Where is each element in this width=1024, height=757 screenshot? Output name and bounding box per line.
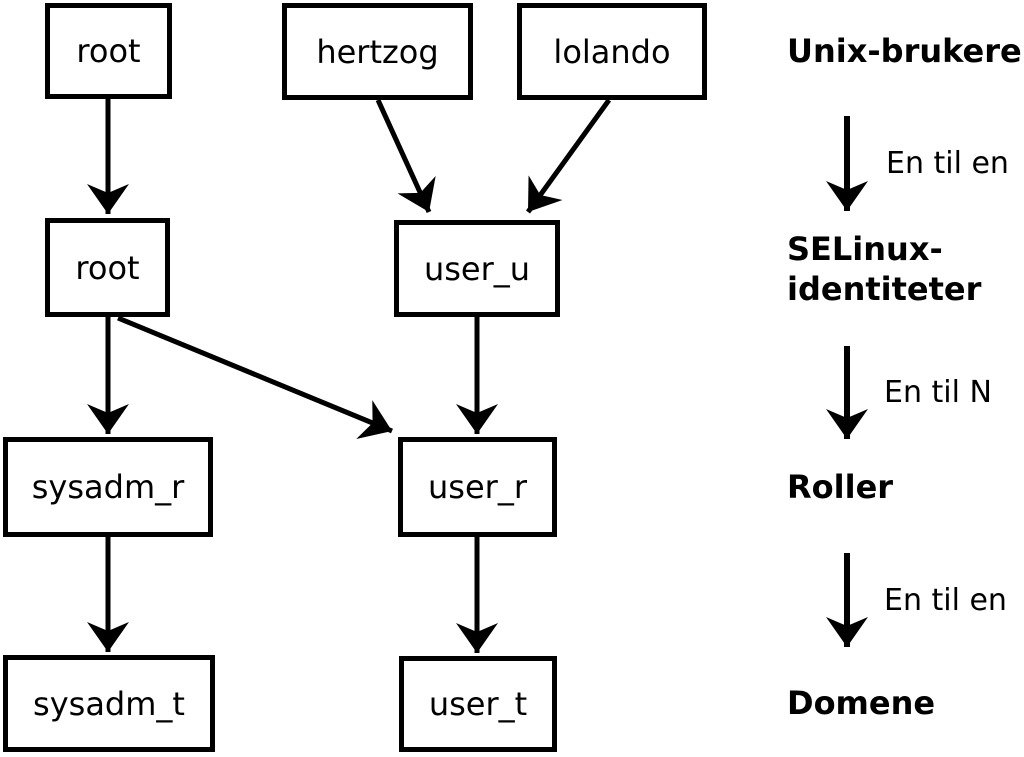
- node-domain-user_t: user_t: [399, 656, 557, 752]
- node-unix-user-root: root: [45, 3, 172, 99]
- legend-domains-heading: Domene: [787, 684, 936, 722]
- legend-unix-users-heading: Unix-brukere: [787, 32, 1022, 70]
- legend-roles-heading: Roller: [787, 468, 894, 506]
- node-unix-user-hertzog: hertzog: [282, 3, 473, 100]
- arrow-lolando-to-user_u: [525, 98, 612, 214]
- node-role-sysadm_r: sysadm_r: [3, 437, 213, 537]
- node-unix-user-lolando: lolando: [517, 3, 707, 100]
- legend-relation-one-to-one-2: En til en: [884, 583, 1007, 618]
- legend-relation-one-to-one-1: En til en: [886, 146, 1009, 181]
- legend-relation-one-to-n: En til N: [884, 375, 992, 410]
- arrow-hertzog-to-user_u: [375, 98, 436, 214]
- node-role-user_r: user_r: [398, 437, 557, 537]
- arrow-selinuxroot-to-user_r: [117, 315, 393, 439]
- node-selinux-identity-root: root: [45, 218, 170, 317]
- legend-selinux-identities-heading: SELinux- identiteter: [787, 230, 982, 308]
- node-domain-sysadm_t: sysadm_t: [3, 655, 215, 752]
- node-selinux-identity-user_u: user_u: [394, 220, 560, 317]
